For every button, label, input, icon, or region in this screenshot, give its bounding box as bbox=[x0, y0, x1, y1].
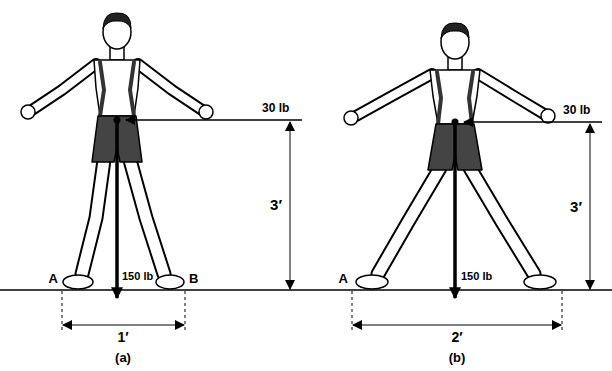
force-arrow bbox=[464, 121, 602, 123]
extension-line bbox=[352, 291, 353, 332]
wrestler-figure bbox=[344, 23, 556, 289]
point-label: A bbox=[49, 272, 58, 285]
dimension-label: 3′ bbox=[268, 196, 284, 213]
dimension-label: 3′ bbox=[568, 198, 584, 215]
point-label: A bbox=[339, 272, 348, 285]
extension-line bbox=[185, 291, 186, 332]
ground-line bbox=[0, 289, 612, 291]
weight-value: 150 lb bbox=[461, 271, 492, 282]
dimension-line bbox=[290, 122, 291, 289]
weight-arrow bbox=[115, 120, 119, 298]
extension-line bbox=[62, 291, 63, 332]
dimension-line bbox=[590, 124, 591, 289]
panel-label: (a) bbox=[115, 351, 131, 364]
force-arrow bbox=[126, 119, 302, 121]
extension-line bbox=[562, 291, 563, 332]
dimension-label: 2′ bbox=[451, 330, 462, 344]
panel-label: (b) bbox=[449, 351, 466, 364]
force-value: 30 lb bbox=[262, 102, 289, 114]
weight-value: 150 lb bbox=[122, 271, 153, 282]
dimension-line bbox=[63, 325, 184, 326]
weight-arrow bbox=[453, 122, 457, 298]
dimension-label: 1′ bbox=[117, 330, 128, 344]
dimension-line bbox=[353, 325, 561, 326]
point-label: B bbox=[189, 272, 198, 285]
force-value: 30 lb bbox=[563, 104, 590, 116]
